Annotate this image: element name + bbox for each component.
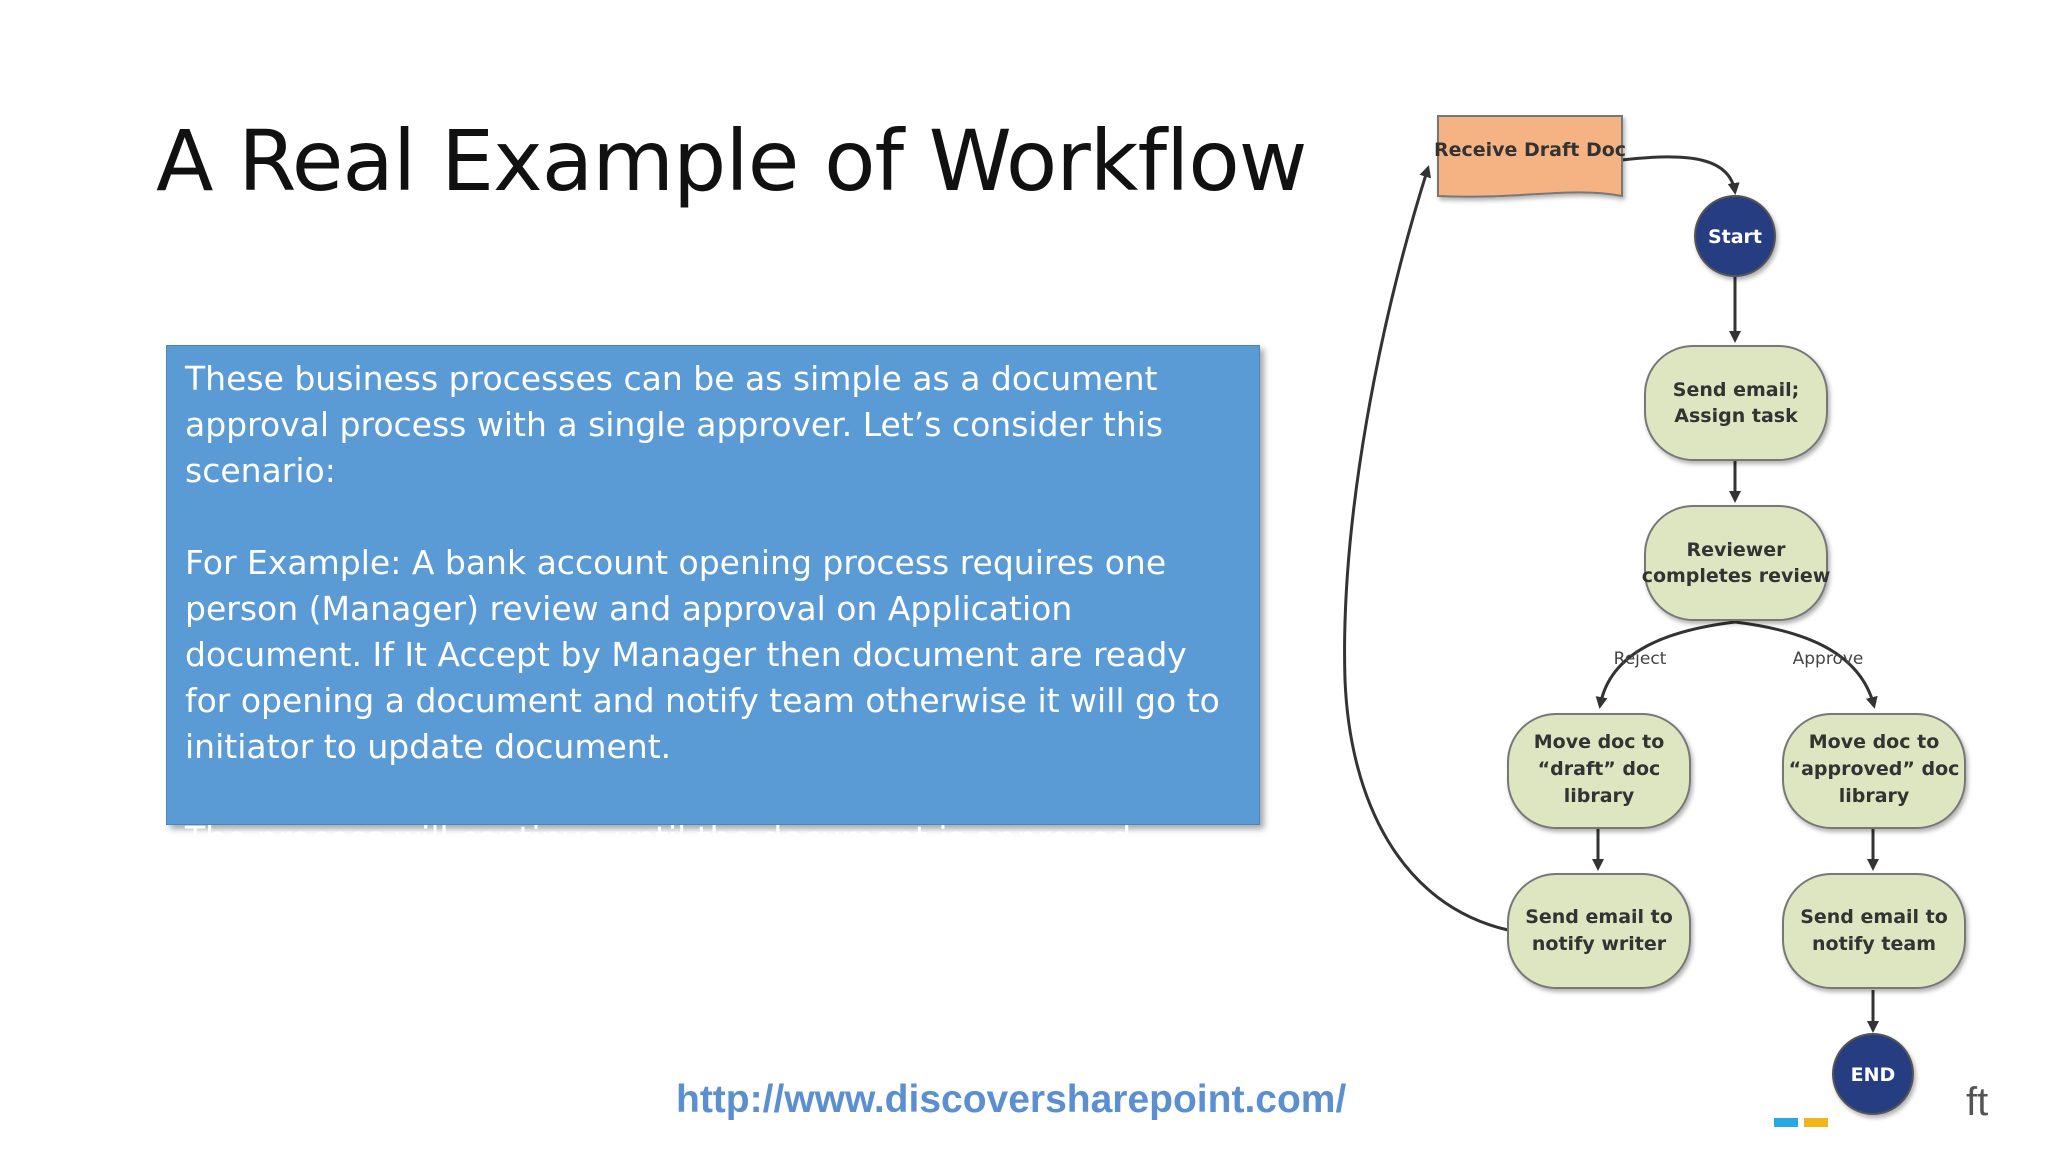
edge-approve	[1734, 620, 1878, 709]
node-start: Start	[1694, 195, 1776, 277]
node-notify-team-line2: notify team	[1812, 933, 1936, 955]
node-notify-writer: Send email to notify writer	[1507, 873, 1691, 989]
node-reviewer: Reviewer completes review	[1642, 505, 1831, 621]
paragraph-intro: These business processes can be as simpl…	[185, 359, 1164, 490]
node-move-approved-line2: “approved” doc	[1789, 758, 1960, 780]
node-end: END	[1832, 1033, 1914, 1115]
node-notify-team: Send email to notify team	[1782, 873, 1966, 989]
slide-title: A Real Example of Workflow	[156, 112, 1307, 210]
source-url-link[interactable]: http://www.discoversharepoint.com/	[676, 1078, 1347, 1121]
edge-writer-loop	[1343, 165, 1509, 932]
node-reviewer-line1: Reviewer	[1686, 539, 1786, 561]
node-receive-draft-doc: Receive Draft Doc	[1434, 115, 1626, 198]
node-move-draft-line3: library	[1564, 785, 1635, 807]
node-end-label: END	[1851, 1064, 1896, 1086]
node-move-approved-line3: library	[1839, 785, 1910, 807]
node-move-draft-line1: Move doc to	[1534, 731, 1665, 753]
logo-bar-blue	[1774, 1118, 1798, 1127]
node-move-approved-line1: Move doc to	[1809, 731, 1940, 753]
node-receive-label: Receive Draft Doc	[1434, 139, 1626, 161]
node-reviewer-line2: completes review	[1642, 565, 1831, 587]
paragraph-continue: The process will continue until the docu…	[185, 819, 1142, 858]
node-move-approved: Move doc to “approved” doc library	[1782, 713, 1966, 829]
node-notify-writer-line1: Send email to	[1525, 906, 1673, 928]
node-move-draft-line2: “draft” doc	[1538, 758, 1661, 780]
edge-reject	[1595, 620, 1736, 709]
edge-receive-to-start	[1621, 155, 1740, 195]
logo-bar-yellow	[1804, 1118, 1828, 1127]
node-send-email-line1: Send email;	[1673, 379, 1799, 401]
node-notify-team-line1: Send email to	[1800, 906, 1948, 928]
node-start-label: Start	[1708, 226, 1762, 248]
description-box: These business processes can be as simpl…	[166, 345, 1260, 858]
logo-text: ft	[1966, 1080, 1989, 1124]
node-move-draft: Move doc to “draft” doc library	[1507, 713, 1691, 829]
reject-label: Reject	[1614, 649, 1667, 669]
node-send-email-line2: Assign task	[1674, 405, 1798, 427]
node-send-email: Send email; Assign task	[1644, 345, 1828, 461]
paragraph-example: For Example: A bank account opening proc…	[185, 543, 1220, 766]
approve-label: Approve	[1793, 649, 1864, 669]
node-notify-writer-line2: notify writer	[1532, 933, 1667, 955]
